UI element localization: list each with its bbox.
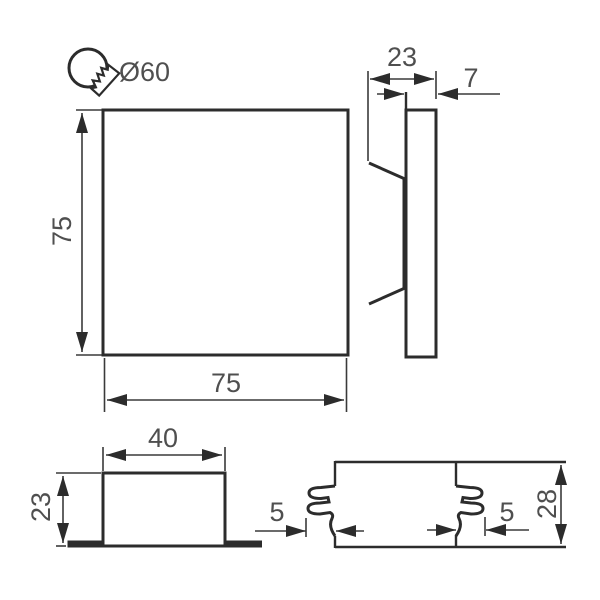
panel-thickness-dimension: 7 [377, 63, 500, 100]
spring-clip-left [306, 484, 337, 537]
hole-saw-icon [67, 47, 121, 98]
flange-right [225, 540, 262, 548]
front-width-dimension: 75 [103, 358, 348, 412]
housing-depth-label: 23 [26, 492, 56, 522]
front-width-label: 75 [211, 368, 241, 398]
side-depth-dimension: 23 [367, 42, 437, 161]
front-height-dimension: 75 [47, 109, 102, 356]
flange-left [67, 540, 103, 548]
spring-clip-right [454, 484, 485, 537]
front-height-label: 75 [47, 216, 77, 246]
hole-diameter-label: Ø60 [119, 57, 170, 87]
housing-bottom-view: 40 23 [26, 423, 262, 548]
hole-saw-blade [88, 62, 121, 98]
side-depth-label: 23 [387, 42, 417, 72]
housing-side-view: 5 5 28 [255, 460, 567, 549]
housing-outline [101, 471, 227, 548]
left-clip-label: 5 [269, 497, 284, 527]
right-clip-dimension: 5 [427, 497, 529, 536]
housing-width-label: 40 [148, 423, 178, 453]
side-panel-outline [404, 108, 438, 359]
housing-height-label: 28 [532, 489, 562, 519]
spring-clip-bottom [368, 286, 406, 306]
left-clip-dimension: 5 [255, 497, 364, 537]
spring-clip-top [368, 161, 406, 181]
panel-thickness-label: 7 [463, 63, 478, 93]
front-view: 75 75 [47, 108, 350, 412]
side-view: 23 7 [367, 42, 500, 359]
front-view-outline [101, 108, 350, 357]
housing-depth-dimension: 23 [26, 472, 101, 547]
housing-width-dimension: 40 [102, 423, 226, 471]
housing-height-dimension: 28 [532, 465, 567, 544]
right-clip-label: 5 [499, 497, 514, 527]
